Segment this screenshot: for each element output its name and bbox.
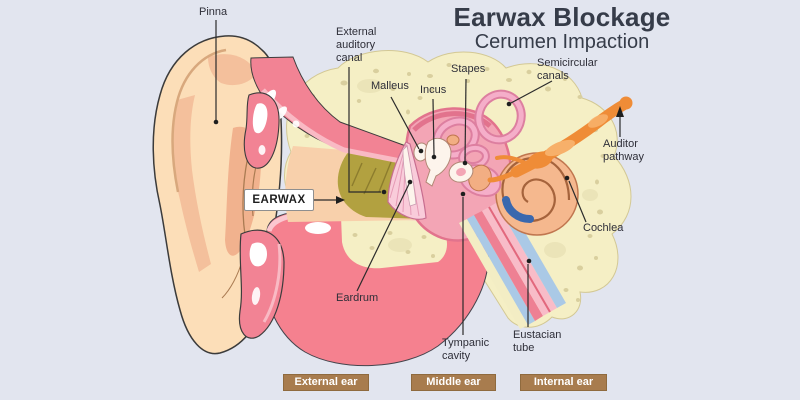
auditor-arrowhead <box>616 106 624 117</box>
label-auditor-pathway: Auditor pathway <box>603 138 644 163</box>
pinna-helix-shading <box>172 95 211 272</box>
label-tympanic-cavity: Tympanic cavity <box>442 337 490 362</box>
leader-lines <box>215 20 621 335</box>
eustachian-tube <box>459 198 566 329</box>
page-title: Earwax Blockage <box>453 2 671 32</box>
malleus-handle <box>402 145 417 207</box>
eardrum-shape <box>387 141 427 220</box>
pinna-top-shading <box>208 54 257 86</box>
label-stapes: Stapes <box>451 63 486 75</box>
external-canal-leader <box>348 67 381 193</box>
canal-entrance-upper-blob <box>243 92 280 169</box>
button-external-ear[interactable]: External ear <box>283 374 369 391</box>
label-earwax-box: EARWAX <box>244 189 314 211</box>
incus-bone <box>424 137 452 187</box>
eardrum-leader <box>356 183 410 292</box>
label-cochlea: Cochlea <box>583 222 624 234</box>
leader-arrowheads <box>336 106 624 204</box>
title-block: Earwax Blockage Cerumen Impaction <box>450 2 674 54</box>
leader-dots <box>213 101 570 264</box>
label-eustacian-tube: Eustacian tube <box>513 329 562 354</box>
label-semicircular-canals: Semicircular canals <box>537 57 598 82</box>
incus-leader <box>432 98 435 156</box>
stapes-leader <box>464 78 467 162</box>
page-subtitle: Cerumen Impaction <box>474 31 650 54</box>
button-internal-ear[interactable]: Internal ear <box>520 374 607 391</box>
label-incus: Incus <box>420 84 447 96</box>
canal-entrance-lower-hook <box>238 229 285 339</box>
malleus-leader <box>390 96 420 150</box>
cochlea-leader <box>568 180 587 223</box>
label-eardrum: Eardrum <box>336 292 379 304</box>
button-middle-ear[interactable]: Middle ear <box>411 374 496 391</box>
label-malleus: Malleus <box>371 80 409 92</box>
label-external-auditory-canal: External auditory canal <box>336 26 377 64</box>
semicircular-leader <box>510 80 553 104</box>
bone-texture-patches <box>357 79 598 258</box>
auditory-nerve <box>487 96 633 183</box>
cochlea-blue-band <box>502 196 534 223</box>
bone-strip-below-canal <box>341 216 447 269</box>
ossicles <box>413 134 492 192</box>
earwax-arrowhead <box>336 196 345 204</box>
label-pinna: Pinna <box>199 6 228 18</box>
